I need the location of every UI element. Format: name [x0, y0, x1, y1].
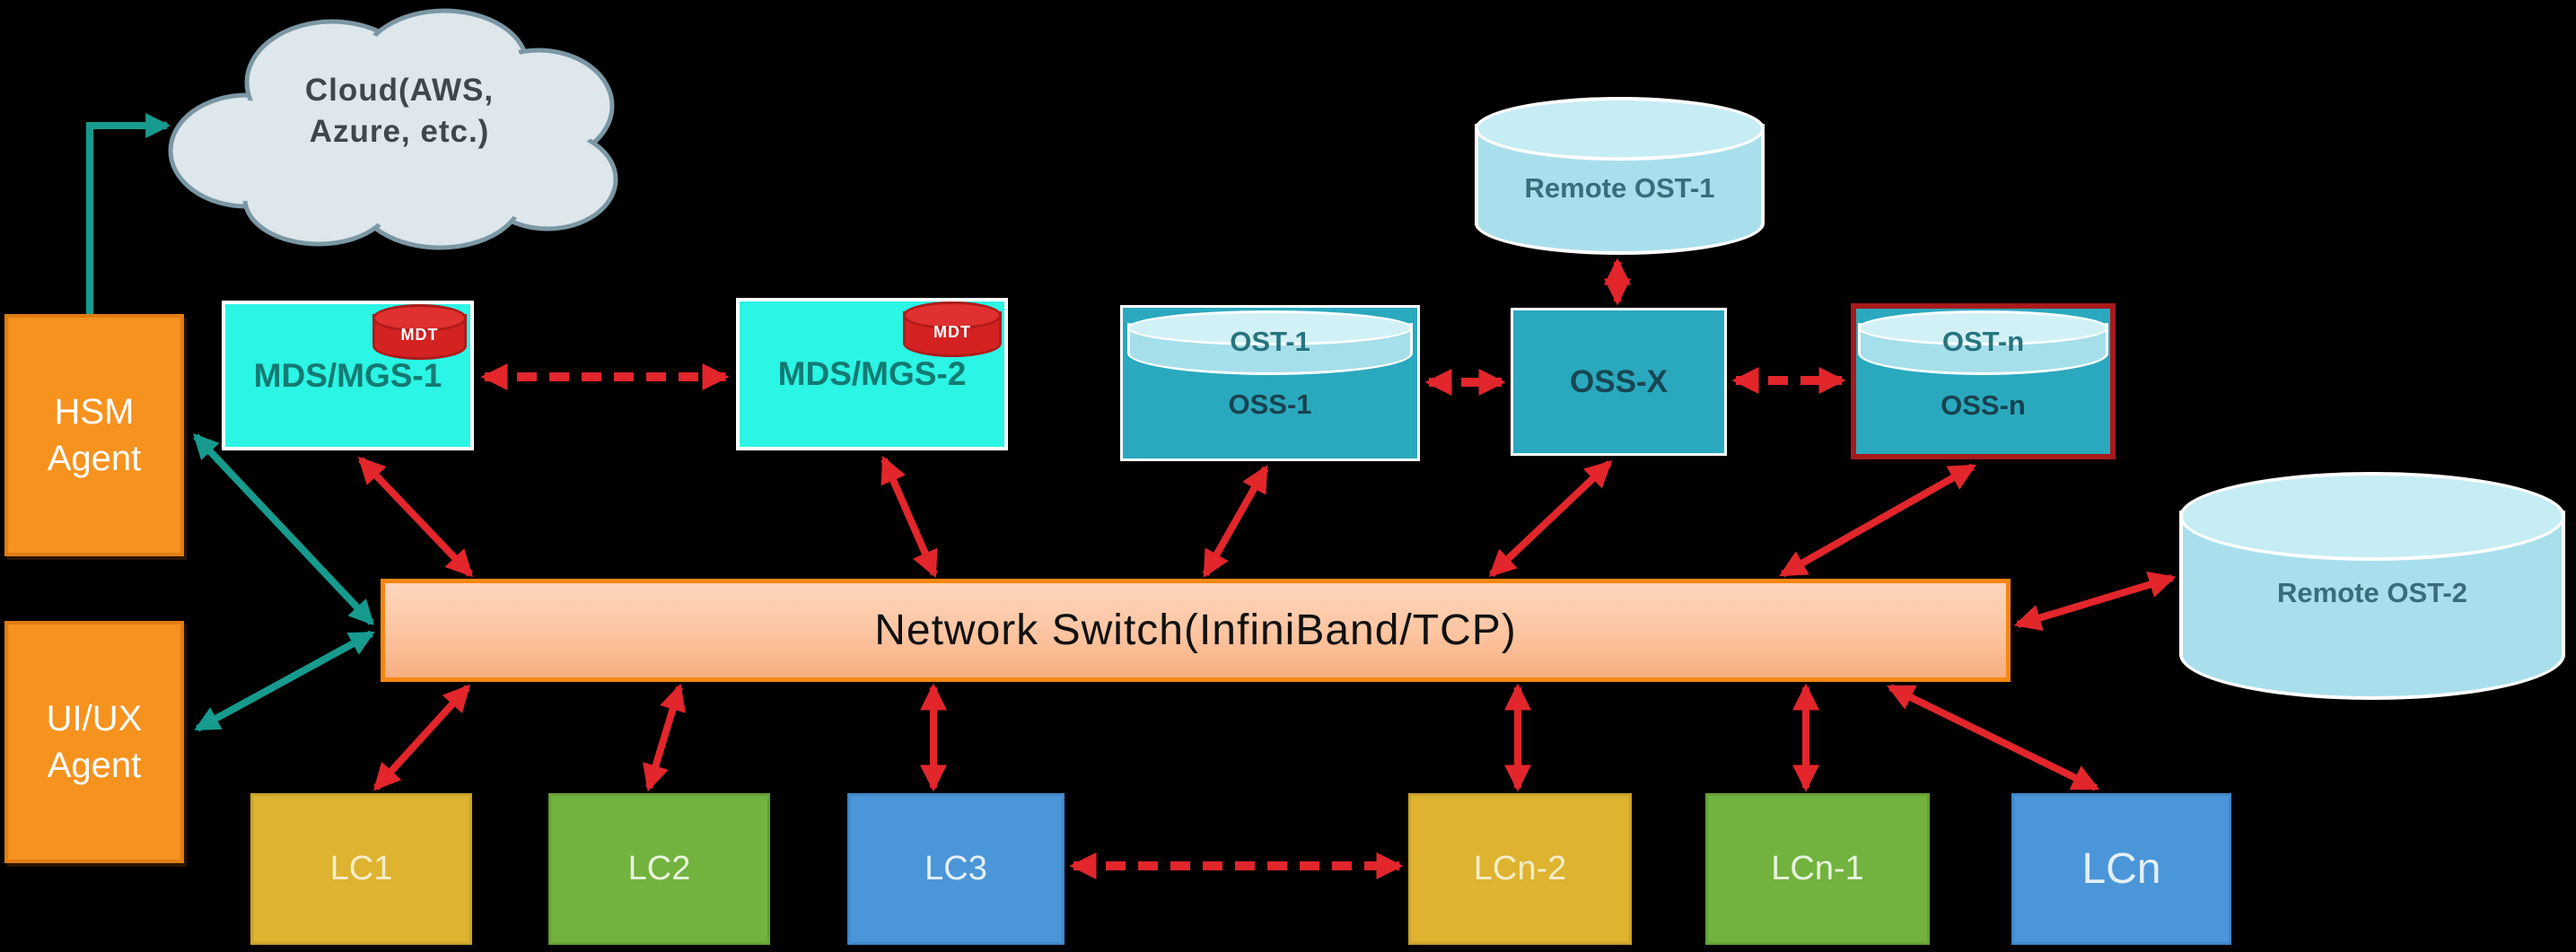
lc2-label: LC2	[627, 850, 691, 887]
remote-ost-2-label: Remote OST-2	[2277, 576, 2467, 608]
oss-n-label: OSS-n	[1941, 389, 2026, 421]
uiux-agent-node: UI/UX Agent	[4, 621, 184, 863]
lc2-node: LC2	[548, 793, 770, 945]
arrow-mds1-switch	[357, 456, 474, 578]
mdt-disk-2: MDT	[903, 301, 1002, 357]
ost-1-label: OST-1	[1230, 326, 1310, 358]
lc3-label: LC3	[924, 850, 987, 887]
mdt-disk-1-label: MDT	[400, 325, 439, 344]
ost-cylinder-top	[1127, 310, 1413, 346]
mdt-cylinder-top	[372, 304, 467, 332]
mds-mgs-2-label: MDS/MGS-2	[777, 355, 967, 392]
mdt-disk-1: MDT	[372, 304, 467, 360]
arrow-switch-lcn	[1886, 684, 2100, 791]
arrow-hsm-to-switch	[193, 432, 374, 626]
arrow-switch-lc2	[643, 683, 686, 792]
oss-x-label: OSS-X	[1570, 363, 1668, 399]
lcn-2-node: LCn-2	[1408, 793, 1632, 945]
lcn-2-label: LCn-2	[1473, 850, 1567, 887]
oss-n-node: OST-n OSS-n	[1851, 303, 2116, 459]
lcn-node: LCn	[2011, 793, 2231, 945]
remote-ost-1-label: Remote OST-1	[1524, 172, 1715, 205]
oss-x-node: OSS-X	[1511, 308, 1727, 456]
remote-ost-2-cylinder-top	[2179, 472, 2565, 562]
arrow-switch-remoteost2	[2013, 572, 2177, 631]
remote-ost-1-cylinder-top	[1475, 97, 1765, 162]
mds-mgs-1-label: MDS/MGS-1	[253, 356, 442, 394]
oss-1-node: OST-1 OSS-1	[1120, 305, 1420, 461]
ost-cylinder-top	[1858, 310, 2108, 346]
lc1-node: LC1	[250, 793, 472, 945]
uiux-agent-label-line1: UI/UX	[46, 699, 143, 738]
mdt-disk-2-label: MDT	[933, 322, 971, 341]
cloud-icon	[168, 8, 618, 250]
ost-n-label: OST-n	[1941, 326, 2025, 358]
cloud-label-line2: Azure, etc.)	[309, 114, 490, 149]
uiux-agent-label-line2: Agent	[47, 746, 142, 785]
cloud-label: Cloud(AWS, Azure, etc.)	[144, 70, 655, 153]
hsm-agent-label-line1: HSM	[54, 392, 135, 432]
arrow-ossx-switch	[1488, 459, 1613, 578]
ost-1-disk: OST-1	[1127, 310, 1413, 375]
arrow-uiux-to-switch	[194, 630, 375, 732]
remote-ost-1-node: Remote OST-1	[1475, 97, 1765, 255]
oss-1-label: OSS-1	[1228, 389, 1312, 420]
arrow-ossn-switch	[1779, 463, 1976, 578]
arrow-oss1-switch	[1202, 465, 1269, 578]
lcn-label: LCn	[2081, 845, 2161, 893]
hsm-agent-node: HSM Agent	[4, 314, 184, 556]
cloud-node: Cloud(AWS, Azure, etc.)	[144, 0, 655, 269]
cloud-label-line1: Cloud(AWS,	[304, 73, 495, 108]
ost-n-disk: OST-n	[1858, 310, 2108, 375]
remote-ost-2-node: Remote OST-2	[2179, 472, 2565, 700]
arrow-mds2-switch	[881, 455, 938, 579]
network-switch-node: Network Switch(InfiniBand/TCP)	[381, 579, 2011, 682]
lc1-label: LC1	[329, 850, 393, 887]
lcn-1-label: LCn-1	[1771, 850, 1864, 887]
arrow-switch-lc1	[372, 684, 471, 791]
mdt-cylinder-top	[903, 301, 1002, 329]
network-switch-label: Network Switch(InfiniBand/TCP)	[874, 607, 1517, 654]
lcn-1-node: LCn-1	[1705, 793, 1930, 945]
hsm-agent-label-line2: Agent	[47, 439, 142, 478]
lc3-node: LC3	[847, 793, 1065, 945]
